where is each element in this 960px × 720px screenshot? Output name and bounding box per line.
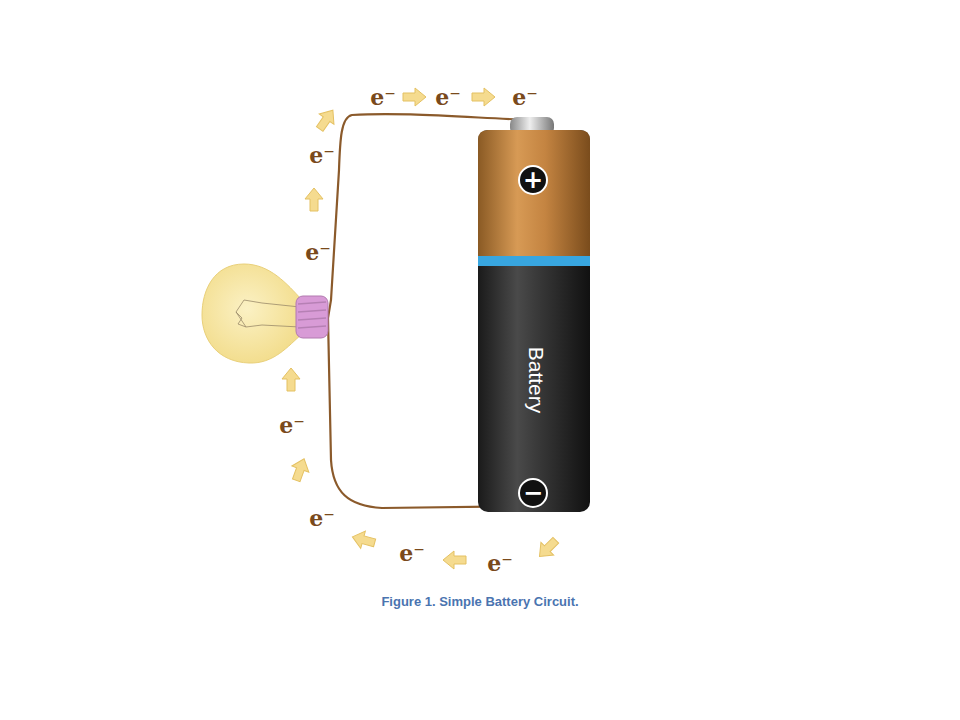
figure-caption: Figure 1. Simple Battery Circuit. [381, 594, 578, 610]
electron-label: e⁻ [309, 144, 335, 166]
electron-label: e⁻ [305, 241, 331, 263]
battery-node: + Battery − [478, 130, 590, 512]
electron-label: e⁻ [487, 552, 513, 574]
electron-label: e⁻ [279, 414, 305, 436]
light-bulb [202, 264, 328, 363]
electron-label: e⁻ [399, 542, 425, 564]
battery-cell [478, 117, 590, 512]
electron-label: e⁻ [370, 86, 396, 108]
electron-label: e⁻ [309, 507, 335, 529]
electron-label: e⁻ [512, 86, 538, 108]
battery-label: Battery [526, 347, 547, 414]
positive-sign: + [523, 168, 543, 192]
flow-arrows [282, 88, 562, 569]
electron-label: e⁻ [435, 86, 461, 108]
negative-sign: − [523, 481, 543, 505]
